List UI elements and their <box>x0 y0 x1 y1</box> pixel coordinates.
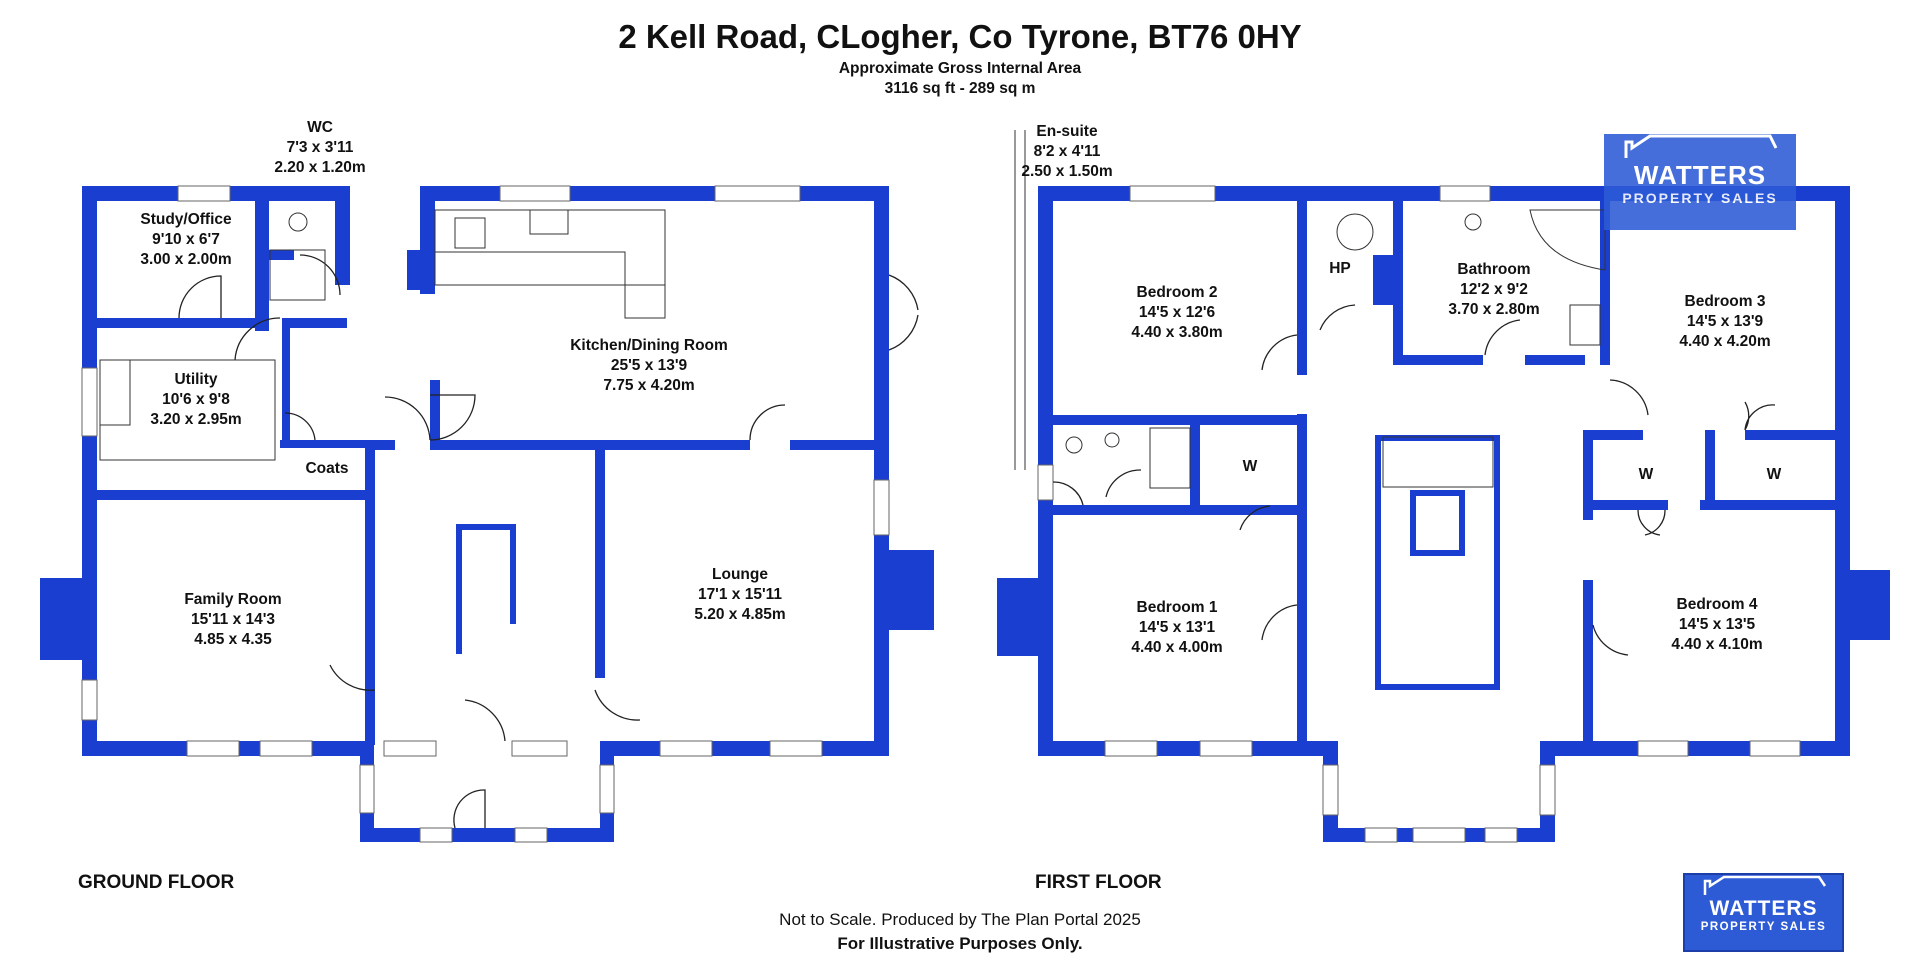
ground-floor-label: GROUND FLOOR <box>78 872 235 893</box>
room-bedroom2-metric: 4.40 x 3.80m <box>1131 324 1223 341</box>
room-kitchen-imperial: 25'5 x 13'9 <box>610 357 688 374</box>
watters-logo: WATTERS PROPERTY SALES <box>1683 873 1844 952</box>
first-floor-label: FIRST FLOOR <box>1035 872 1162 893</box>
room-family-metric: 4.85 x 4.35 <box>194 631 272 648</box>
room-bedroom4: Bedroom 4 14'5 x 13'5 4.40 x 4.10m <box>1671 595 1762 655</box>
footer-illustrative-note: For Illustrative Purposes Only. <box>837 934 1083 953</box>
room-wc-name: WC <box>307 119 333 136</box>
room-wc: WC 7'3 x 3'11 2.20 x 1.20m <box>274 118 365 178</box>
room-study: Study/Office 9'10 x 6'7 3.00 x 2.00m <box>140 210 231 270</box>
room-w1-name: W <box>1242 458 1258 475</box>
room-w3: W <box>1767 465 1782 485</box>
room-utility-metric: 3.20 x 2.95m <box>150 411 242 428</box>
logo-brand-bottom: WATTERS <box>1709 897 1818 920</box>
room-bedroom1-imperial: 14'5 x 13'1 <box>1138 619 1216 636</box>
area-value: 3116 sq ft - 289 sq m <box>884 80 1036 97</box>
plan-title: 2 Kell Road, CLogher, Co Tyrone, BT76 0H… <box>618 18 1302 55</box>
room-w2-name: W <box>1638 466 1654 483</box>
room-family: Family Room 15'11 x 14'3 4.85 x 4.35 <box>184 590 281 650</box>
room-w3-name: W <box>1766 466 1782 483</box>
room-kitchen: Kitchen/Dining Room 25'5 x 13'9 7.75 x 4… <box>570 336 728 396</box>
room-bathroom-metric: 3.70 x 2.80m <box>1448 301 1540 318</box>
room-bedroom3-name: Bedroom 3 <box>1684 293 1766 310</box>
room-bedroom2-name: Bedroom 2 <box>1136 284 1218 301</box>
room-bathroom: Bathroom 12'2 x 9'2 3.70 x 2.80m <box>1448 260 1539 320</box>
room-bedroom4-metric: 4.40 x 4.10m <box>1671 636 1763 653</box>
room-bathroom-name: Bathroom <box>1457 261 1531 278</box>
room-hp-name: HP <box>1329 260 1351 277</box>
room-lounge-metric: 5.20 x 4.85m <box>694 606 786 623</box>
room-kitchen-metric: 7.75 x 4.20m <box>603 377 695 394</box>
room-family-name: Family Room <box>184 591 282 608</box>
room-wc-imperial: 7'3 x 3'11 <box>286 139 354 156</box>
room-wc-metric: 2.20 x 1.20m <box>274 159 366 176</box>
room-hp: HP <box>1329 259 1351 279</box>
logo-tagline-top: PROPERTY SALES <box>1622 190 1778 206</box>
room-lounge: Lounge 17'1 x 15'11 5.20 x 4.85m <box>694 565 785 625</box>
room-lounge-imperial: 17'1 x 15'11 <box>697 586 783 603</box>
room-utility: Utility 10'6 x 9'8 3.20 x 2.95m <box>150 370 241 430</box>
fixtures <box>99 130 1606 489</box>
room-bedroom2: Bedroom 2 14'5 x 12'6 4.40 x 3.80m <box>1131 283 1222 343</box>
area-caption: Approximate Gross Internal Area <box>838 60 1082 77</box>
logo-brand-top: WATTERS <box>1633 160 1767 190</box>
room-study-name: Study/Office <box>140 211 232 228</box>
watters-logo-watermark: WATTERS PROPERTY SALES <box>1604 134 1796 230</box>
room-bathroom-imperial: 12'2 x 9'2 <box>1460 281 1528 298</box>
windows <box>81 185 1801 843</box>
room-w2: W <box>1639 465 1654 485</box>
room-utility-name: Utility <box>174 371 218 388</box>
room-bedroom3-imperial: 14'5 x 13'9 <box>1686 313 1764 330</box>
room-bedroom1-metric: 4.40 x 4.00m <box>1131 639 1223 656</box>
room-ensuite-name: En-suite <box>1036 123 1098 140</box>
room-bedroom3-metric: 4.40 x 4.20m <box>1679 333 1771 350</box>
room-coats-name: Coats <box>305 460 349 477</box>
logo-tagline-bottom: PROPERTY SALES <box>1700 921 1827 933</box>
room-family-imperial: 15'11 x 14'3 <box>190 611 276 628</box>
room-bedroom1-name: Bedroom 1 <box>1136 599 1218 616</box>
room-lounge-name: Lounge <box>712 566 768 583</box>
room-ensuite: En-suite 8'2 x 4'11 2.50 x 1.50m <box>1021 122 1112 182</box>
room-bedroom2-imperial: 14'5 x 12'6 <box>1138 304 1216 321</box>
room-bedroom1: Bedroom 1 14'5 x 13'1 4.40 x 4.00m <box>1131 598 1222 658</box>
room-w1: W <box>1243 457 1258 477</box>
room-ensuite-imperial: 8'2 x 4'11 <box>1033 143 1101 160</box>
room-study-imperial: 9'10 x 6'7 <box>152 231 220 248</box>
room-study-metric: 3.00 x 2.00m <box>140 251 232 268</box>
roof-icon <box>1703 875 1826 895</box>
room-bedroom4-name: Bedroom 4 <box>1676 596 1758 613</box>
room-kitchen-name: Kitchen/Dining Room <box>570 337 728 354</box>
room-bedroom4-imperial: 14'5 x 13'5 <box>1678 616 1756 633</box>
room-ensuite-metric: 2.50 x 1.50m <box>1021 163 1113 180</box>
room-utility-imperial: 10'6 x 9'8 <box>162 391 230 408</box>
room-coats: Coats <box>305 459 348 479</box>
room-bedroom3: Bedroom 3 14'5 x 13'9 4.40 x 4.20m <box>1679 292 1770 352</box>
roof-icon <box>1624 134 1778 158</box>
door-swings <box>178 254 1776 829</box>
footer-scale-note: Not to Scale. Produced by The Plan Porta… <box>779 910 1141 929</box>
